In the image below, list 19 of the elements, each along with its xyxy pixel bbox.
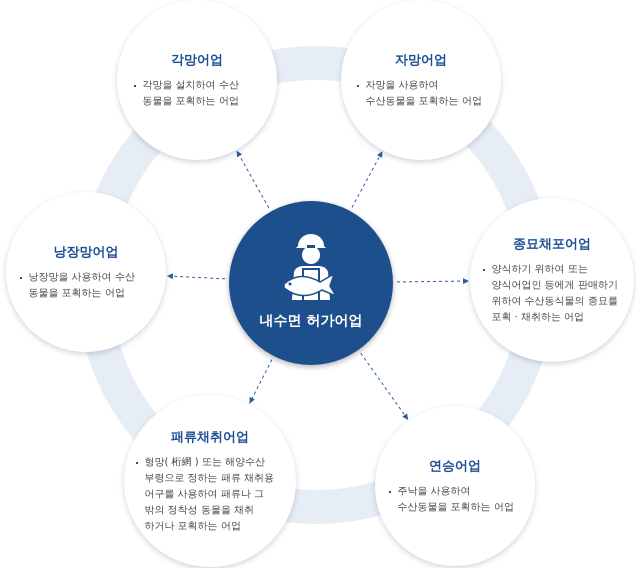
circle-title: 각망어업 [171,52,223,68]
description-text: 형망( 桁網 ) 또는 해양수산 부령으로 정하는 패류 채취용 어구를 사용하여 패류나 그 밖의 정착성 동물을 채취 하거나 포획하는 어업 [136,454,284,534]
circle-title: 연승어업 [429,458,481,474]
dashed-arrow [360,352,409,420]
description-text: 자망을 사용하여 수산동물을 포획하는 어업 [356,78,486,110]
circle-title: 종묘채포어업 [513,236,591,252]
description-text: 각망을 설치하여 수산 동물을 포획하는 어업 [134,78,260,110]
circle-title: 자망어업 [395,52,447,68]
dashed-arrow [236,150,270,209]
dashed-arrow [396,278,470,284]
center-title: 내수면 허가어업 [260,312,362,330]
description-text: 낭장망을 사용하여 수산 동물을 포획하는 어업 [20,270,152,302]
circle-title: 패류채취어업 [171,428,249,446]
description-text: 양식하기 위하여 또는 양식어업인 등에게 판매하기 위하여 수산동식물의 종묘를 포획 · 채취하는 어업 [482,262,622,326]
dashed-arrow [166,273,226,280]
circle-title: 낭장망어업 [54,244,118,260]
dashed-arrow [351,150,383,208]
description-text: 주낙을 사용하여 수산동물을 포획하는 어업 [388,484,522,516]
dashed-arrow [249,359,272,404]
